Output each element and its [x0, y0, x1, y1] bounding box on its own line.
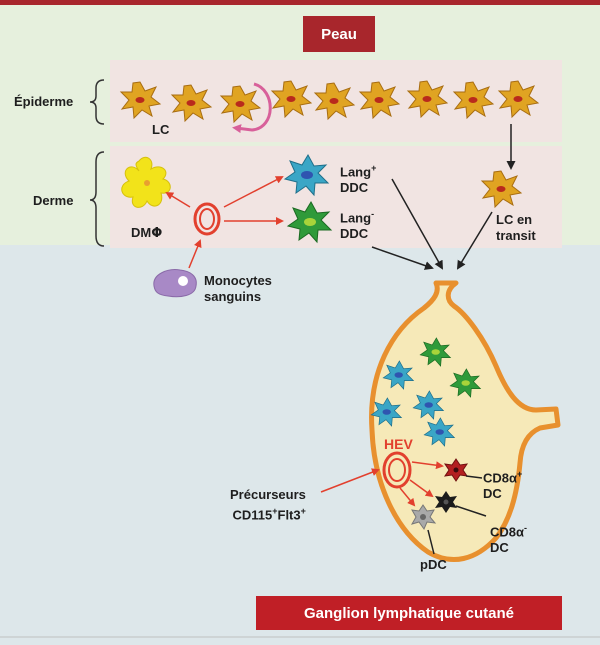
- arrow-monocyte-to-macrophage: [165, 191, 191, 208]
- arrow-lang-plus-to-node: [391, 178, 443, 270]
- arrow-hev-to-pdc: [399, 487, 416, 507]
- lc-in-transit-cell: [480, 170, 523, 209]
- arrow-monocyte-to-lang-plus: [223, 176, 284, 208]
- hev-label: HEV: [384, 436, 413, 452]
- arrow-hev-to-cd8-minus: [409, 479, 434, 498]
- cd8-plus-dc-cell: [443, 458, 469, 482]
- dermal-macrophage: [121, 156, 171, 208]
- langerhans-cell: [170, 84, 213, 123]
- dmphi-prefix: DM: [131, 225, 152, 240]
- lang-minus-ddc: DDC: [340, 226, 369, 242]
- monocytes-line1: Monocytes: [204, 273, 272, 288]
- langerhans-cell: [497, 80, 540, 119]
- lc-transit-line2: transit: [496, 228, 536, 243]
- precursors-line1: Précurseurs: [230, 487, 306, 502]
- lang-plus-ddc: DDC: [340, 180, 369, 196]
- blood-monocyte: [153, 269, 197, 298]
- node-lang-plus-ddc: [423, 417, 456, 447]
- arrow-blood-to-dermis: [188, 239, 202, 269]
- precursors-sup2: +: [300, 506, 306, 516]
- cd8-minus-dc-cell: [435, 491, 457, 513]
- langerhans-cell: [313, 82, 356, 121]
- cd8-minus-dc: DC: [490, 540, 509, 556]
- precursors-sup1: +: [272, 506, 278, 516]
- pointer-cd8-minus: [455, 505, 487, 517]
- dermis-label: Derme: [33, 193, 74, 208]
- cd8-minus-text: CD8α: [490, 524, 524, 540]
- precursors-flt3: Flt3: [277, 507, 301, 523]
- lang-plus-label: Lang+DDC: [340, 160, 376, 196]
- lc-label: LC: [152, 122, 170, 137]
- cd8-plus-label: CD8α+ DC: [483, 466, 522, 502]
- lymph-node-banner: Ganglion lymphatique cutané: [256, 596, 562, 630]
- dermal-monocyte: [193, 202, 221, 236]
- lang-minus-sup: -: [371, 209, 375, 219]
- lymph-node: [369, 280, 561, 562]
- langerhans-cell: [270, 80, 313, 119]
- top-band: [0, 0, 600, 5]
- langerhans-cell: [219, 85, 262, 124]
- monocytes-line2: sanguins: [204, 289, 262, 304]
- epidermis-label: Épiderme: [14, 94, 74, 109]
- langerhans-cell: [406, 80, 449, 119]
- lc-transit-line1: LC en: [496, 212, 533, 227]
- hev-vessel: [382, 451, 412, 489]
- node-lang-minus-ddc: [449, 368, 482, 398]
- epidermis-brace: [89, 79, 105, 125]
- node-lang-plus-ddc: [382, 360, 415, 390]
- cd8-minus-label: CD8α- DC: [490, 520, 527, 556]
- cd8-minus-sup: -: [524, 523, 527, 533]
- pointer-pdc: [427, 529, 435, 555]
- dmphi-label: DMΦ: [131, 225, 162, 242]
- skin-banner: Peau: [303, 16, 375, 52]
- lang-minus-ddc-cell: [286, 200, 333, 244]
- pdc-cell: [410, 504, 437, 531]
- lc-self-renewal-arrow: [232, 82, 272, 134]
- langerhans-cell: [358, 81, 401, 120]
- lang-plus-ddc-cell: [283, 153, 330, 197]
- cd8-plus-sup: +: [517, 469, 523, 479]
- precursors-cd115: CD115: [232, 507, 273, 523]
- lang-plus-text: Lang: [340, 164, 372, 180]
- arrow-lang-minus-to-node: [371, 246, 434, 270]
- langerhans-cell: [119, 81, 162, 120]
- dermis-brace: [89, 151, 105, 247]
- arrow-lc-transit-to-node: [456, 211, 493, 270]
- node-lang-plus-ddc: [412, 390, 445, 420]
- dmphi-symbol: Φ: [151, 226, 163, 241]
- arrow-hev-to-cd8-plus: [411, 461, 444, 470]
- node-lang-minus-ddc: [419, 337, 452, 367]
- lang-plus-sup: +: [371, 163, 377, 173]
- cd8-plus-dc: DC: [483, 486, 502, 502]
- lang-minus-text: Lang: [340, 210, 372, 226]
- lang-minus-label: Lang-DDC: [340, 206, 374, 242]
- pointer-cd8-plus: [465, 475, 483, 479]
- langerhans-cell: [452, 81, 495, 120]
- arrow-precursors-to-hev: [320, 468, 380, 493]
- pdc-label: pDC: [420, 557, 447, 572]
- node-lang-plus-ddc: [370, 397, 403, 427]
- cd8-plus-text: CD8α: [483, 470, 517, 486]
